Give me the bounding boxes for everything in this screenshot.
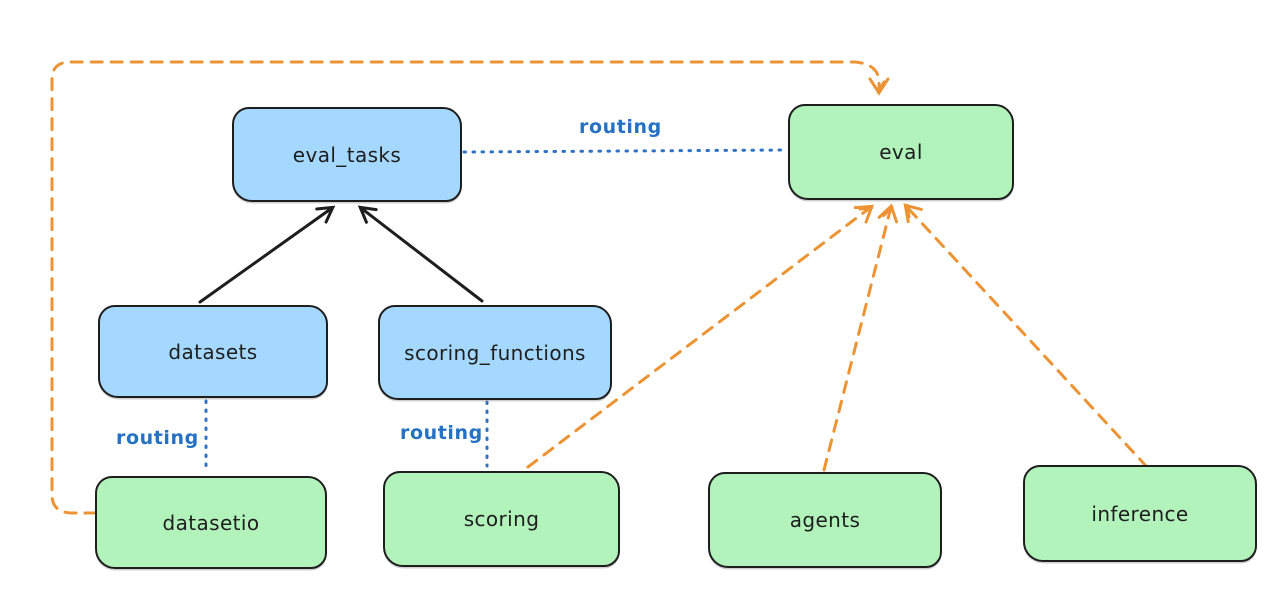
node-scoring: scoring <box>383 471 620 567</box>
edge-label-routing-datasets-datasetio: routing <box>116 427 199 449</box>
node-inference-label: inference <box>1091 501 1189 526</box>
node-inference: inference <box>1023 465 1257 562</box>
node-eval-label: eval <box>879 140 923 164</box>
node-eval-tasks-label: eval_tasks <box>292 142 402 167</box>
node-datasetio: datasetio <box>95 476 327 569</box>
node-datasets-label: datasets <box>168 339 258 364</box>
node-datasets: datasets <box>98 305 328 398</box>
edge-datasetio-to-eval <box>50 60 890 515</box>
edge-eval-tasks-to-eval-routing <box>462 148 788 154</box>
node-agents-label: agents <box>789 508 861 532</box>
node-datasetio-label: datasetio <box>162 510 260 535</box>
edge-label-routing-scoring-functions-scoring: routing <box>400 422 483 444</box>
edge-agents-to-eval <box>822 203 899 472</box>
node-scoring-functions-label: scoring_functions <box>404 340 586 365</box>
node-eval-tasks: eval_tasks <box>232 107 462 202</box>
edge-scoring-to-eval <box>526 204 875 469</box>
edge-datasets-to-eval-tasks <box>198 205 336 304</box>
node-agents: agents <box>708 472 942 568</box>
node-eval: eval <box>788 104 1014 200</box>
node-scoring-label: scoring <box>463 507 540 531</box>
edge-scoring-functions-to-eval-tasks <box>357 205 484 303</box>
edge-inference-to-eval <box>903 203 1149 469</box>
edge-label-routing-eval-tasks-eval: routing <box>579 116 662 138</box>
node-scoring-functions: scoring_functions <box>378 305 612 400</box>
